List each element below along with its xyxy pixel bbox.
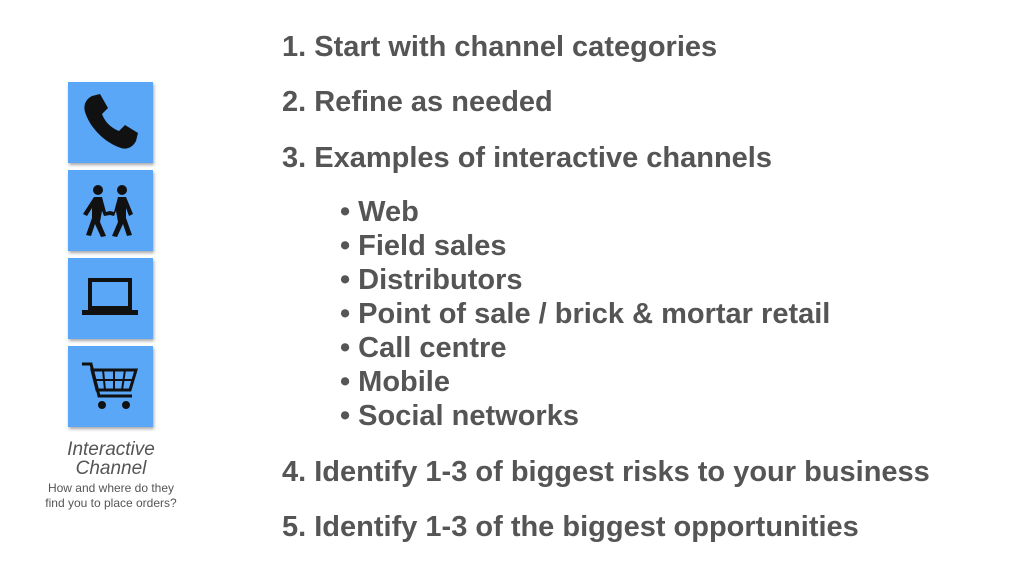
step-3-text: 3. Examples of interactive channels [282,142,772,174]
people-tile [68,170,153,251]
list-item: Field sales [340,229,830,263]
cart-tile [68,346,153,427]
phone-tile [68,82,153,163]
shopping-cart-icon [82,362,139,409]
laptop-tile [68,258,153,339]
step-1-text: 1. Start with channel categories [282,31,718,63]
step-5-text: 5. Identify 1-3 of the biggest opportuni… [282,511,859,543]
caption-subtitle: How and where do they find you to place … [45,481,177,510]
list-item: Web [340,195,830,229]
list-item: Call centre [340,331,830,365]
channel-icon-stack [68,82,153,434]
step-4-text: 4. Identify 1-3 of biggest risks to your… [282,456,930,488]
caption-title: Interactive Channel [67,439,155,479]
list-item: Point of sale / brick & mortar retail [340,297,830,331]
laptop-icon [82,278,138,315]
phone-icon [84,94,138,149]
channel-caption: Interactive Channel How and where do the… [40,440,182,511]
step-2-text: 2. Refine as needed [282,86,553,118]
list-item: Social networks [340,399,830,433]
list-item: Distributors [340,263,830,297]
list-item: Mobile [340,365,830,399]
channel-examples-list: Web Field sales Distributors Point of sa… [340,195,830,433]
walking-people-icon [83,185,133,237]
